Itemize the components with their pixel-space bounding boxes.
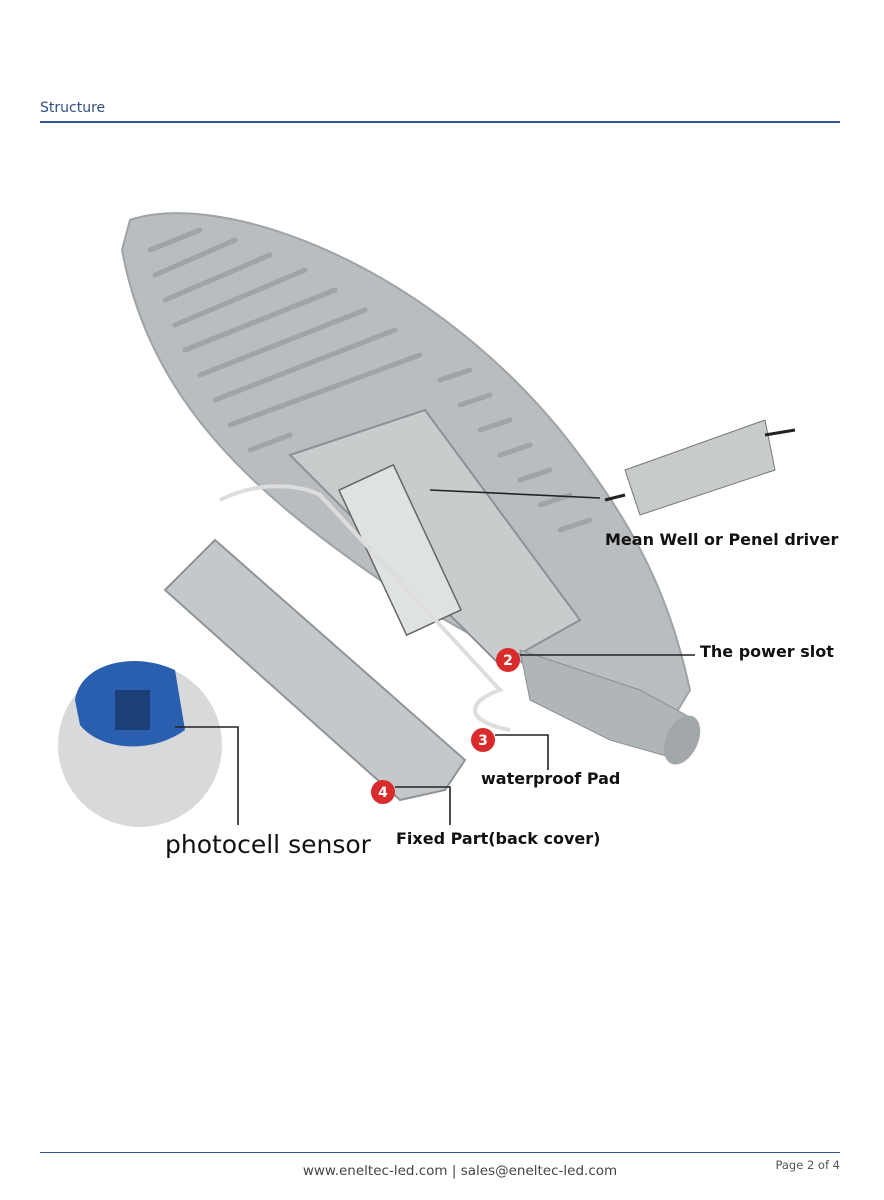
svg-text:4: 4 <box>378 785 388 801</box>
section-title: Structure <box>40 100 106 116</box>
photocell-image <box>58 661 222 827</box>
page-number: Page 2 of 4 <box>775 1158 840 1172</box>
label-waterproof-pad: waterproof Pad <box>481 769 620 788</box>
driver-image <box>604 419 796 516</box>
svg-text:3: 3 <box>478 733 488 749</box>
label-power-slot: The power slot <box>700 642 834 661</box>
header-divider <box>40 121 840 123</box>
back-cover <box>163 484 511 802</box>
svg-text:2: 2 <box>503 653 513 669</box>
label-driver: Mean Well or Penel driver <box>605 530 838 549</box>
label-fixed-part: Fixed Part(back cover) <box>396 829 600 848</box>
leader-lines <box>175 489 695 825</box>
label-photocell: photocell sensor <box>165 830 372 859</box>
footer-contact: www.eneltec-led.com | sales@eneltec-led.… <box>302 1163 618 1179</box>
lamp-housing <box>120 212 701 765</box>
marker-2: 2 <box>496 648 520 672</box>
footer-divider <box>40 1152 840 1153</box>
marker-4: 4 <box>371 780 395 804</box>
marker-3: 3 <box>471 728 495 752</box>
